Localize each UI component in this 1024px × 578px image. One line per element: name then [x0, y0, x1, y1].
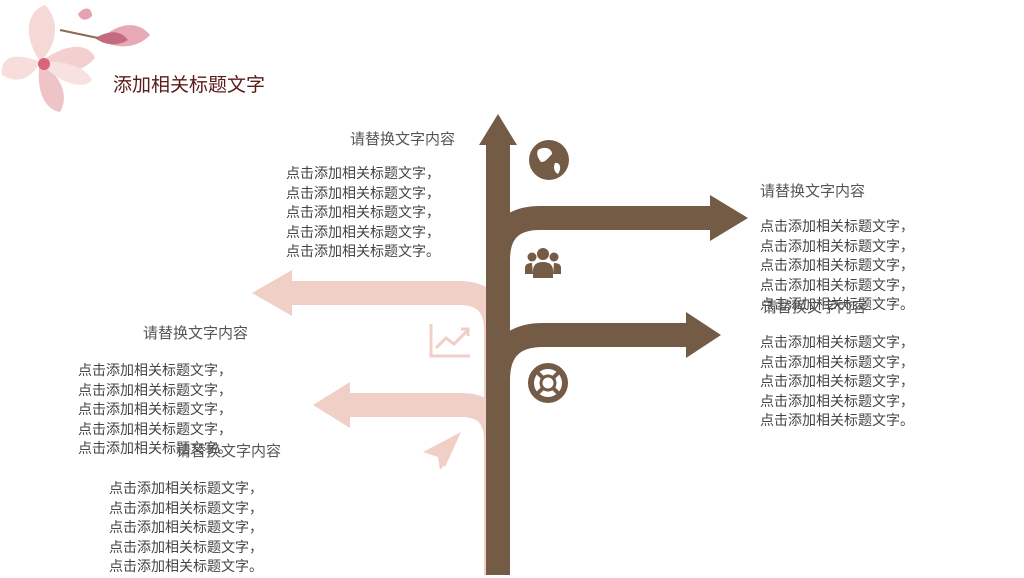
- magnolia-flower: [1, 5, 150, 112]
- block-body: 点击添加相关标题文字， 点击添加相关标题文字， 点击添加相关标题文字， 点击添加…: [286, 166, 440, 260]
- paper-plane-icon: [423, 432, 461, 470]
- block-heading: 请替换文字内容: [176, 442, 282, 460]
- lifebuoy-icon: [528, 363, 568, 403]
- brown-arrow-right-lower: [486, 323, 690, 381]
- brown-arrow-right-upper: [486, 206, 715, 261]
- block-heading: 请替换文字内容: [760, 182, 866, 200]
- block-heading: 请替换文字内容: [350, 130, 456, 148]
- page-title: 添加相关标题文字: [113, 74, 266, 96]
- team-icon: [525, 248, 561, 278]
- chart-up-icon: [429, 324, 470, 358]
- block-heading: 请替换文字内容: [143, 324, 249, 342]
- pink-arrow-lower: [335, 393, 508, 575]
- globe-icon: [529, 140, 569, 180]
- block-body: 点击添加相关标题文字， 点击添加相关标题文字， 点击添加相关标题文字， 点击添加…: [78, 363, 232, 457]
- block-body: 点击添加相关标题文字， 点击添加相关标题文字， 点击添加相关标题文字， 点击添加…: [760, 219, 914, 313]
- block-body: 点击添加相关标题文字， 点击添加相关标题文字， 点击添加相关标题文字， 点击添加…: [760, 335, 914, 429]
- block-body: 点击添加相关标题文字， 点击添加相关标题文字， 点击添加相关标题文字， 点击添加…: [109, 481, 263, 575]
- block-heading: 请替换文字内容: [762, 298, 868, 316]
